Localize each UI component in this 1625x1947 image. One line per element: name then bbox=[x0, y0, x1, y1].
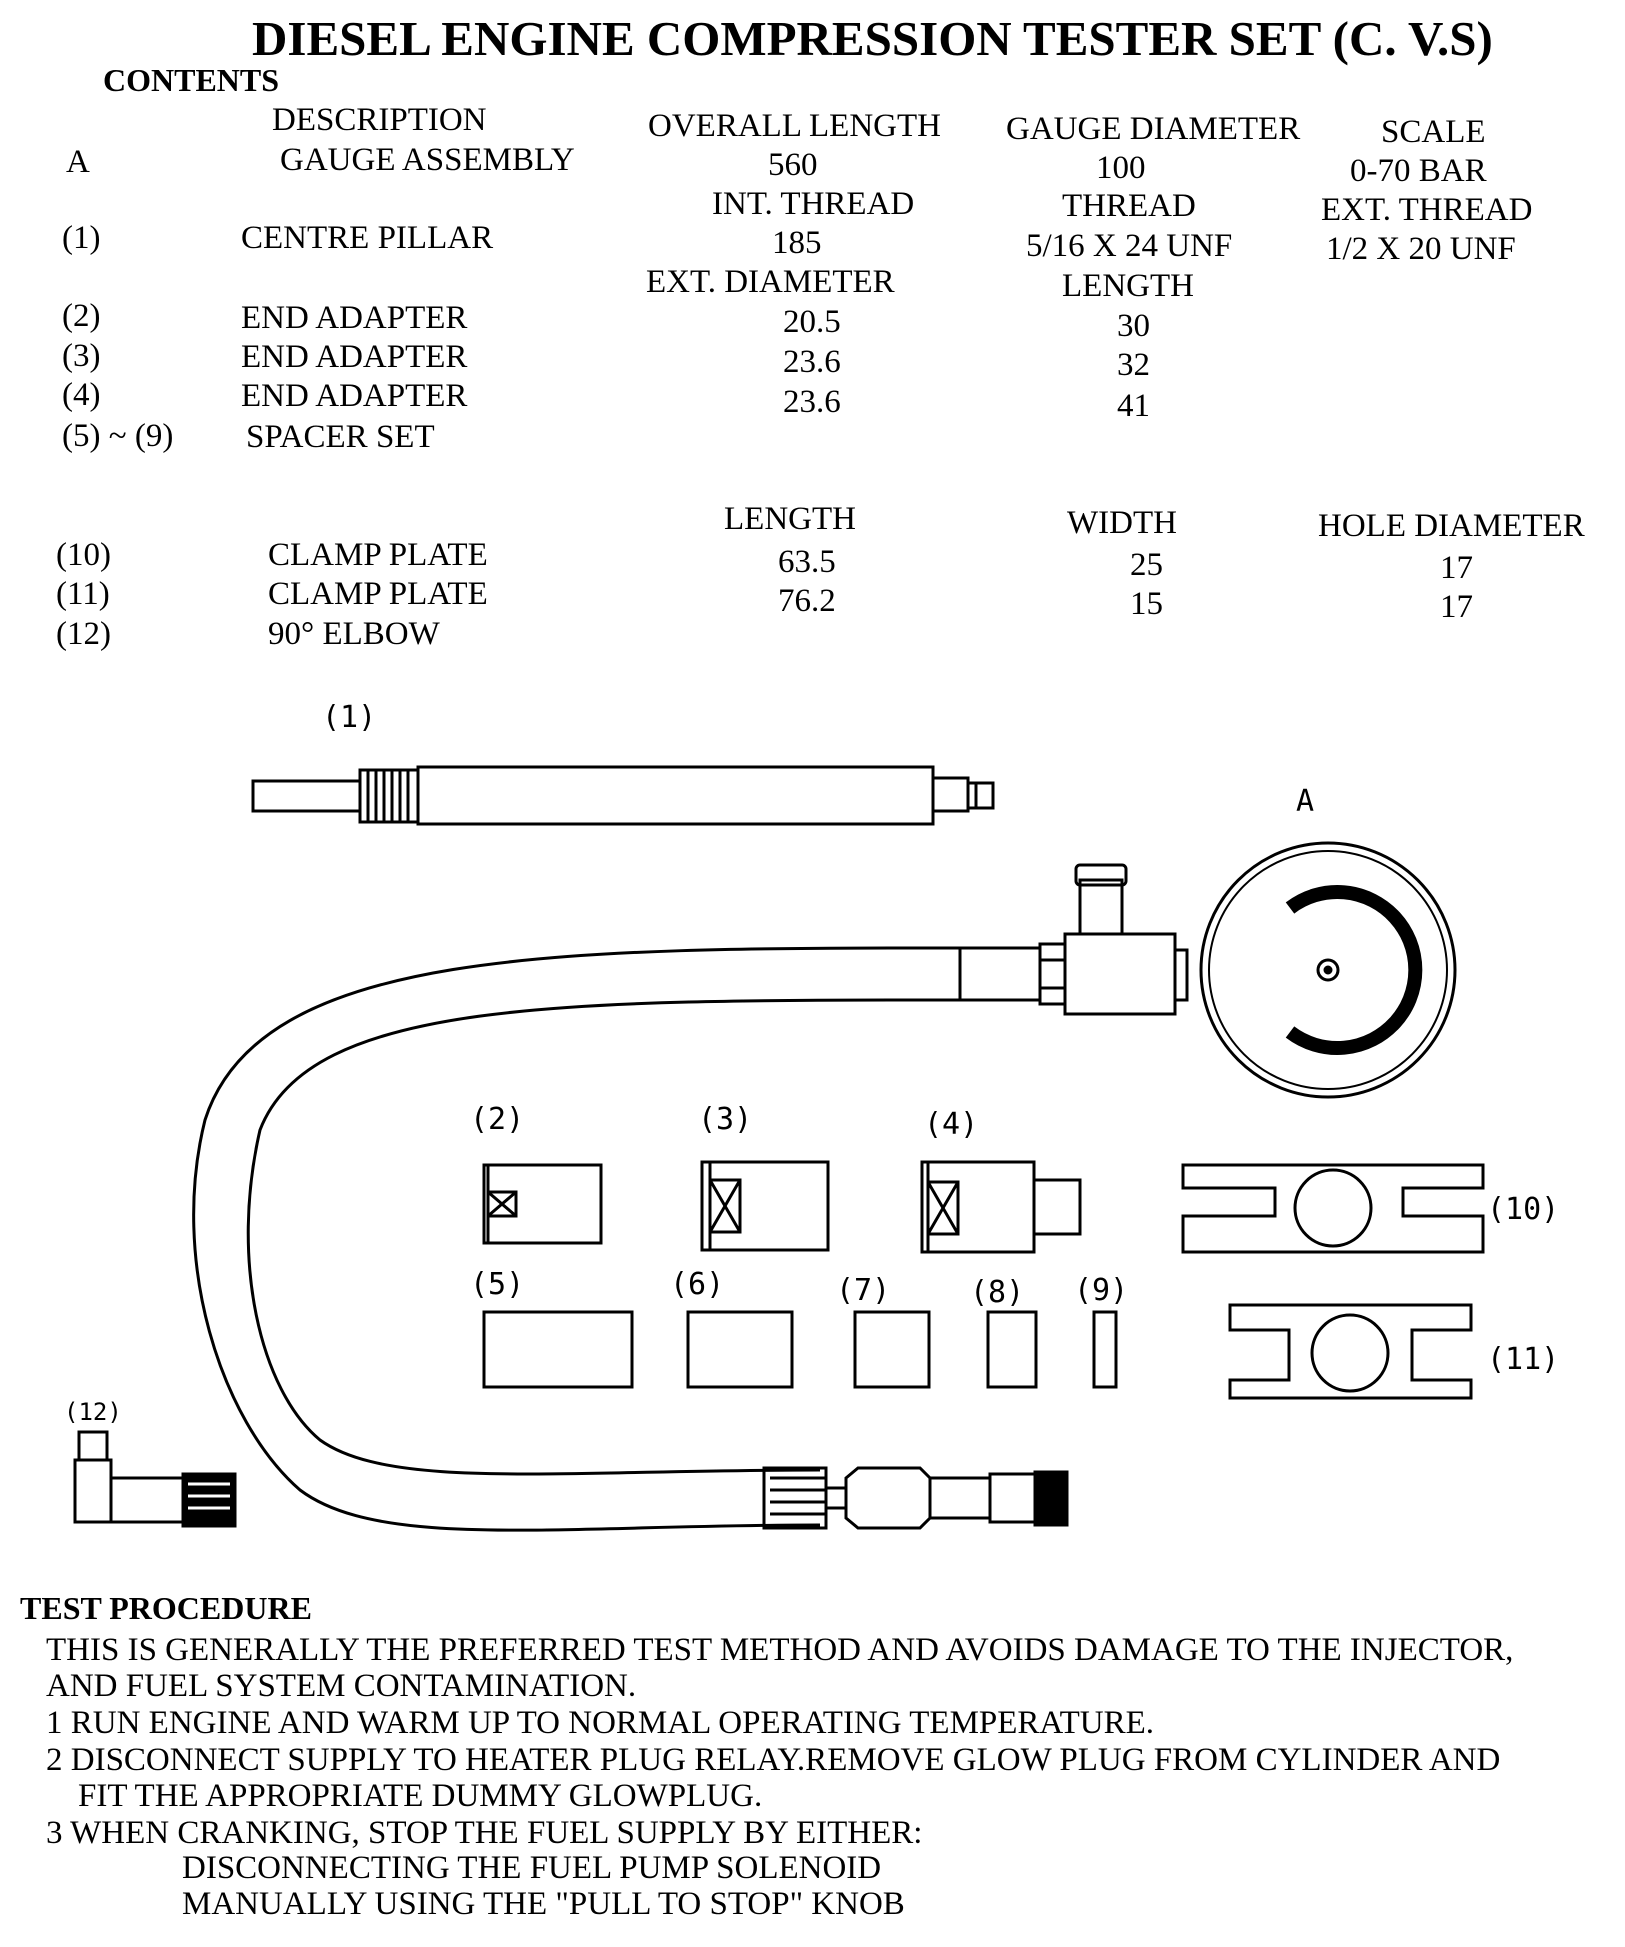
label-adapter-4: (4) bbox=[924, 1107, 979, 1142]
row-clamp11-id: (11) bbox=[56, 576, 110, 612]
row-clamp11-hole: 17 bbox=[1440, 589, 1473, 625]
end-adapter-4-drawing bbox=[920, 1160, 1082, 1254]
row-spacer-desc: SPACER SET bbox=[246, 419, 435, 455]
row-adapter2-id: (2) bbox=[62, 298, 101, 334]
row-adapter3-desc: END ADAPTER bbox=[241, 339, 468, 375]
procedure-line: AND FUEL SYSTEM CONTAMINATION. bbox=[46, 1668, 637, 1704]
spacer-5-drawing bbox=[482, 1310, 634, 1389]
spacer-9-drawing bbox=[1092, 1310, 1118, 1389]
label-spacer-9: (9) bbox=[1074, 1273, 1129, 1308]
row-spacer-id: (5) ~ (9) bbox=[62, 418, 174, 454]
row-gauge-length: 560 bbox=[768, 147, 818, 183]
row-clamp11-desc: CLAMP PLATE bbox=[268, 576, 488, 612]
header-description: DESCRIPTION bbox=[272, 102, 487, 138]
header-thread: THREAD bbox=[1062, 188, 1196, 224]
procedure-line: THIS IS GENERALLY THE PREFERRED TEST MET… bbox=[46, 1632, 1514, 1668]
row-pillar-id: (1) bbox=[62, 220, 101, 256]
row-clamp10-id: (10) bbox=[56, 537, 111, 573]
clamp-plate-11-drawing bbox=[1228, 1303, 1473, 1400]
label-clamp-11: (11) bbox=[1487, 1342, 1560, 1377]
page-title: DIESEL ENGINE COMPRESSION TESTER SET (C.… bbox=[252, 11, 1493, 66]
row-adapter4-diameter: 23.6 bbox=[783, 384, 841, 420]
row-adapter4-length: 41 bbox=[1117, 388, 1150, 424]
row-clamp11-width: 15 bbox=[1130, 586, 1163, 622]
procedure-line: 1 RUN ENGINE AND WARM UP TO NORMAL OPERA… bbox=[46, 1705, 1155, 1741]
label-spacer-6: (6) bbox=[670, 1267, 725, 1302]
label-elbow-12: (12) bbox=[64, 1398, 122, 1426]
row-pillar-int-thread: 185 bbox=[772, 225, 822, 261]
row-gauge-desc: GAUGE ASSEMBLY bbox=[280, 142, 575, 178]
row-elbow-id: (12) bbox=[56, 616, 111, 652]
row-clamp10-desc: CLAMP PLATE bbox=[268, 537, 488, 573]
hose-drawing bbox=[192, 863, 1189, 1532]
procedure-line: 3 WHEN CRANKING, STOP THE FUEL SUPPLY BY… bbox=[46, 1815, 923, 1851]
spacer-7-drawing bbox=[853, 1310, 931, 1389]
row-adapter3-diameter: 23.6 bbox=[783, 344, 841, 380]
label-gauge: A bbox=[1296, 784, 1315, 819]
row-adapter3-length: 32 bbox=[1117, 347, 1150, 383]
header-ext-thread: EXT. THREAD bbox=[1321, 192, 1533, 228]
label-clamp-10: (10) bbox=[1487, 1192, 1560, 1227]
label-spacer-5: (5) bbox=[470, 1267, 525, 1302]
row-adapter4-id: (4) bbox=[62, 377, 101, 413]
label-spacer-8: (8) bbox=[970, 1275, 1025, 1310]
elbow-12-drawing bbox=[73, 1430, 237, 1528]
row-clamp11-length: 76.2 bbox=[778, 583, 836, 619]
row-gauge-id: A bbox=[66, 144, 90, 180]
row-adapter3-id: (3) bbox=[62, 338, 101, 374]
contents-heading: CONTENTS bbox=[103, 62, 280, 98]
row-clamp10-hole: 17 bbox=[1440, 550, 1473, 586]
row-clamp10-width: 25 bbox=[1130, 547, 1163, 583]
row-clamp10-length: 63.5 bbox=[778, 544, 836, 580]
label-spacer-7: (7) bbox=[836, 1273, 891, 1308]
row-pillar-desc: CENTRE PILLAR bbox=[241, 220, 494, 256]
procedure-line: MANUALLY USING THE "PULL TO STOP" KNOB bbox=[182, 1886, 905, 1922]
row-adapter2-desc: END ADAPTER bbox=[241, 300, 468, 336]
row-adapter2-diameter: 20.5 bbox=[783, 304, 841, 340]
header-clamp-length: LENGTH bbox=[724, 501, 856, 537]
row-elbow-desc: 90° ELBOW bbox=[268, 616, 440, 652]
row-gauge-diameter: 100 bbox=[1096, 150, 1146, 186]
procedure-line: 2 DISCONNECT SUPPLY TO HEATER PLUG RELAY… bbox=[46, 1742, 1501, 1778]
spacer-6-drawing bbox=[686, 1310, 794, 1389]
row-adapter2-length: 30 bbox=[1117, 308, 1150, 344]
row-adapter4-desc: END ADAPTER bbox=[241, 378, 468, 414]
gauge-drawing bbox=[1199, 841, 1457, 1099]
clamp-plate-10-drawing bbox=[1181, 1163, 1485, 1254]
centre-pillar-drawing bbox=[251, 765, 995, 826]
procedure-line: FIT THE APPROPRIATE DUMMY GLOWPLUG. bbox=[78, 1778, 763, 1814]
procedure-line: DISCONNECTING THE FUEL PUMP SOLENOID bbox=[182, 1850, 882, 1886]
row-pillar-ext-thread: 1/2 X 20 UNF bbox=[1326, 231, 1516, 267]
header-hole-diameter: HOLE DIAMETER bbox=[1318, 508, 1585, 544]
header-ext-diameter: EXT. DIAMETER bbox=[646, 264, 895, 300]
header-clamp-width: WIDTH bbox=[1067, 505, 1177, 541]
end-adapter-2-drawing bbox=[482, 1163, 603, 1245]
label-adapter-3: (3) bbox=[698, 1102, 753, 1137]
procedure-heading: TEST PROCEDURE bbox=[20, 1590, 312, 1626]
label-adapter-2: (2) bbox=[470, 1102, 525, 1137]
header-scale: SCALE bbox=[1381, 114, 1486, 150]
end-adapter-3-drawing bbox=[700, 1160, 830, 1252]
label-pillar: (1) bbox=[322, 700, 377, 735]
header-adapter-length: LENGTH bbox=[1062, 268, 1194, 304]
header-overall-length: OVERALL LENGTH bbox=[648, 108, 941, 144]
header-int-thread: INT. THREAD bbox=[712, 186, 915, 222]
row-gauge-scale: 0-70 BAR bbox=[1350, 153, 1487, 189]
row-pillar-thread: 5/16 X 24 UNF bbox=[1026, 228, 1233, 264]
header-gauge-diameter: GAUGE DIAMETER bbox=[1006, 111, 1301, 147]
spacer-8-drawing bbox=[986, 1310, 1038, 1389]
